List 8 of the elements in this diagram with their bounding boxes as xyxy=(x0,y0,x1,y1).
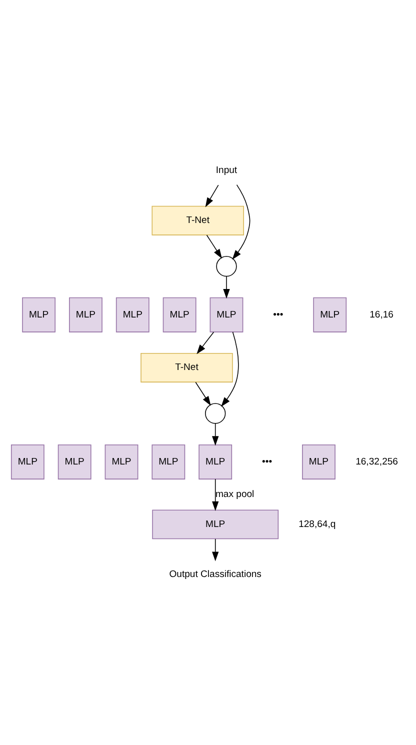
node-label: 128,64,q xyxy=(298,518,336,530)
node-text: Output Classifications xyxy=(169,568,262,580)
label: ••• xyxy=(262,456,272,468)
node-label: 16,32,256 xyxy=(356,456,398,468)
node-text: Input xyxy=(216,164,238,176)
label: ••• xyxy=(273,309,284,320)
edge-label: max pool xyxy=(215,489,254,500)
node-label: 16,16 xyxy=(370,309,394,320)
